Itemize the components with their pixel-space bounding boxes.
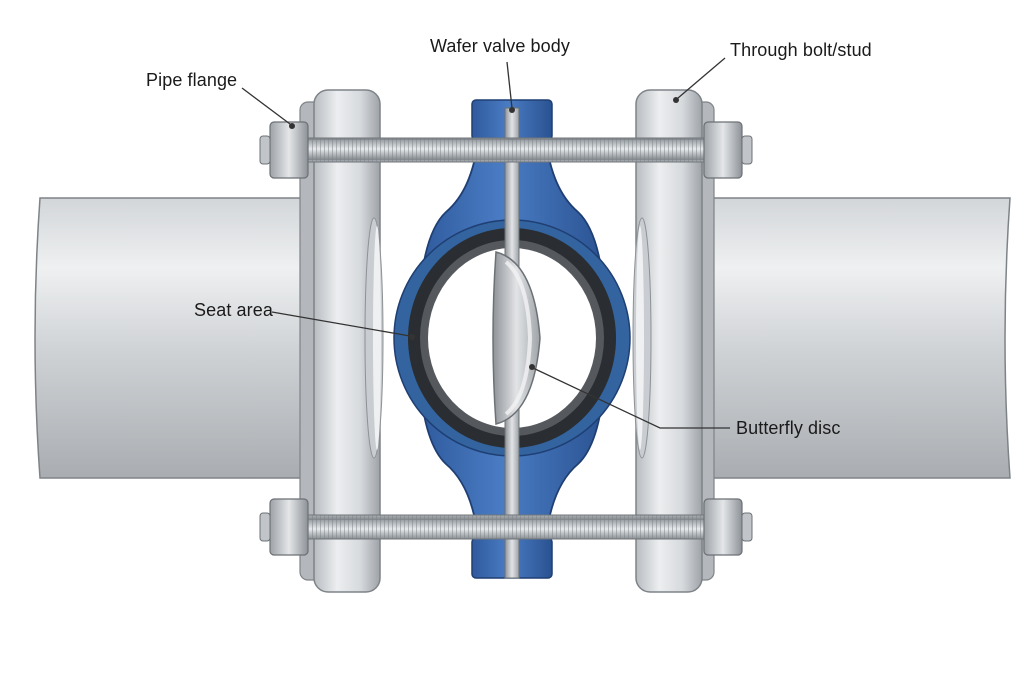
seat-area-label: Seat area <box>194 300 273 320</box>
leader-lines <box>241 57 730 429</box>
leader-seat-area <box>271 311 411 337</box>
leader-through-bolt <box>677 57 726 99</box>
bolt-nut-top-left <box>269 121 309 179</box>
wafer-valve-body-label: Wafer valve body <box>430 36 570 56</box>
left-pipe <box>34 197 311 479</box>
butterfly-disc <box>492 251 541 425</box>
top-through-bolt <box>259 121 753 179</box>
butterfly-disc-label: Butterfly disc <box>736 418 841 438</box>
right-pipe-flange <box>632 89 715 593</box>
bolt-nut-bottom-left <box>269 498 309 556</box>
bottom-through-bolt <box>259 498 753 556</box>
left-pipe-flange <box>299 89 384 593</box>
right-pipe <box>711 197 1011 479</box>
leader-wafer-valve-body <box>506 61 513 109</box>
through-bolt-label: Through bolt/stud <box>730 40 872 60</box>
pipe-flange-label: Pipe flange <box>146 70 238 90</box>
leader-butterfly-disc <box>532 367 730 429</box>
bolt-nut-bottom-right <box>703 498 743 556</box>
leader-pipe-flange <box>241 87 291 125</box>
bolt-nut-top-right <box>703 121 743 179</box>
